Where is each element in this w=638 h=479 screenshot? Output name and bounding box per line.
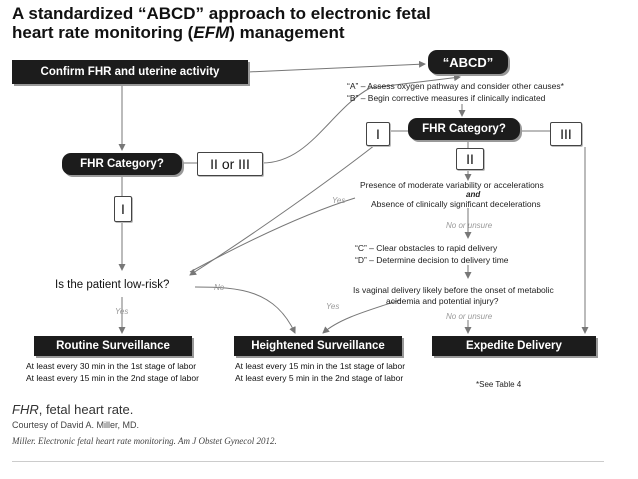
heightened-interval-1: At least every 15 min in the 1st stage o… [235, 361, 406, 371]
fhr-category-right-box: FHR Category? [408, 118, 520, 140]
no-or-unsure-1: No or unsure [446, 221, 493, 230]
category-ii-or-iii: II or III [197, 152, 263, 176]
vaginal-delivery-text-line2: acidemia and potential injury? [386, 296, 499, 306]
abcd-box: “ABCD” [428, 50, 508, 74]
presence-text: Presence of moderate variability or acce… [360, 180, 544, 190]
heightened-surveillance-box: Heightened Surveillance [234, 336, 402, 356]
category-iii-right: III [550, 122, 582, 146]
figure-title-line2: heart rate monitoring (EFM) management [12, 23, 431, 42]
expedite-delivery-box: Expedite Delivery [432, 336, 596, 356]
footer-divider [12, 461, 604, 462]
and-text: and [466, 190, 481, 199]
abbreviation: FHR [12, 402, 39, 417]
routine-interval-1: At least every 30 min in the 1st stage o… [26, 361, 197, 371]
title-line2-pre: heart rate monitoring ( [12, 23, 194, 42]
low-risk-question: Is the patient low-risk? [55, 279, 170, 291]
courtesy-note: Courtesy of David A. Miller, MD. [12, 420, 140, 430]
abcd-text-a: “A” – Assess oxygen pathway and consider… [347, 81, 564, 91]
see-table-note: *See Table 4 [476, 380, 522, 389]
line-yes-to-question [189, 197, 356, 273]
figure-title-line1: A standardized “ABCD” approach to electr… [12, 4, 431, 23]
arrow-question-to-heightened [194, 286, 296, 334]
category-ii-right: II [456, 148, 484, 170]
abcd-text-b: “B” – Begin corrective measures if clini… [347, 93, 546, 103]
routine-interval-2: At least every 15 min in the 2nd stage o… [26, 373, 199, 383]
no-or-unsure-2: No or unsure [446, 312, 493, 321]
routine-surveillance-box: Routine Surveillance [34, 336, 192, 356]
abbreviation-note: FHR, fetal heart rate. [12, 402, 133, 417]
title-line2-em: EFM [193, 23, 230, 42]
figure-title: A standardized “ABCD” approach to electr… [12, 4, 431, 42]
arrow-confirm-to-abcd [247, 60, 426, 73]
determine-decision-text: “D” – Determine decision to delivery tim… [355, 255, 509, 265]
confirm-fhr-box: Confirm FHR and uterine activity [12, 60, 248, 84]
absence-text: Absence of clinically significant decele… [371, 199, 541, 209]
fhr-category-left-box: FHR Category? [62, 153, 182, 175]
citation-note: Miller. Electronic fetal heart rate moni… [12, 436, 277, 446]
yes-label-presence: Yes [332, 196, 346, 205]
title-line2-post: ) management [229, 23, 345, 42]
arrow-ii-iii-to-abcd [261, 74, 461, 164]
abbreviation-definition: , fetal heart rate. [38, 402, 134, 417]
category-i-left: I [114, 196, 132, 222]
vaginal-delivery-text-line1: Is vaginal delivery likely before the on… [353, 285, 554, 295]
heightened-interval-2: At least every 5 min in the 2nd stage of… [235, 373, 404, 383]
arrow-vaginal-to-heightened [322, 299, 401, 334]
category-i-right: I [366, 122, 390, 146]
yes-label-vaginal: Yes [326, 302, 340, 311]
no-label-low-risk: No [214, 283, 225, 292]
yes-label-low-risk: Yes [115, 307, 129, 316]
clear-obstacles-text: “C” – Clear obstacles to rapid delivery [355, 243, 498, 253]
